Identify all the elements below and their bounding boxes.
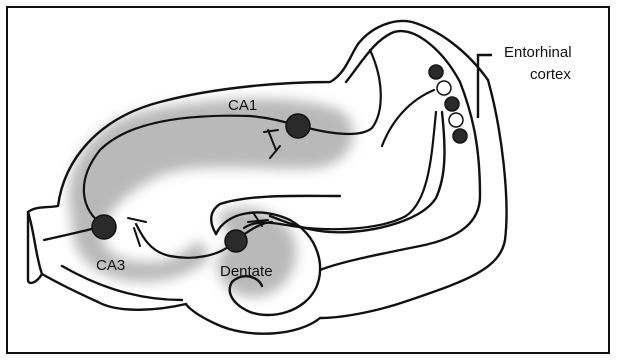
left-tip bbox=[28, 212, 42, 274]
neuron-ec-1 bbox=[429, 65, 443, 79]
neuron-ec-2 bbox=[437, 81, 451, 95]
neuron-ec-4 bbox=[449, 113, 463, 127]
label-ca1: CA1 bbox=[228, 97, 257, 114]
neuron-ec-5 bbox=[453, 129, 467, 143]
label-cortex: cortex bbox=[530, 66, 571, 83]
neuron-ca1 bbox=[286, 114, 310, 138]
neuron-ca3 bbox=[92, 215, 116, 239]
synapse-ca3 bbox=[128, 218, 146, 246]
neuron-dentate bbox=[225, 230, 247, 252]
label-ca3: CA3 bbox=[96, 257, 125, 274]
label-dentate: Dentate bbox=[220, 263, 273, 280]
label-entorhinal: Entorhinal bbox=[504, 44, 572, 61]
neuron-ec-3 bbox=[445, 97, 459, 111]
entorhinal-axon bbox=[382, 90, 434, 146]
